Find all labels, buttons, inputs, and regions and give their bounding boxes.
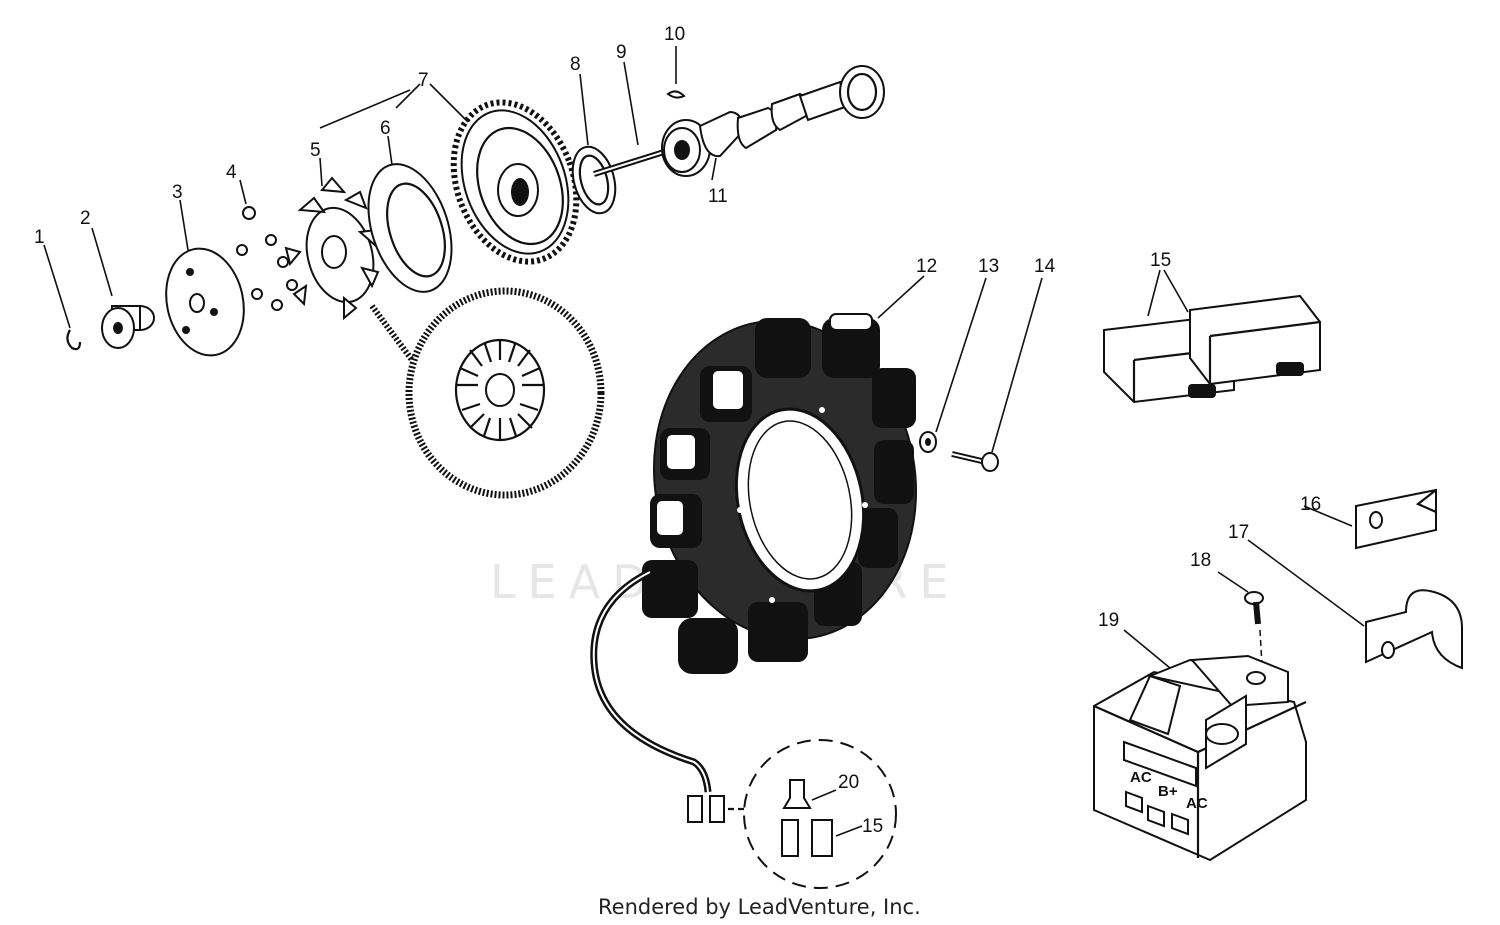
part-3-plate <box>165 199 245 357</box>
part-16-bracket <box>1303 488 1437 550</box>
callout-18: 18 <box>1190 550 1211 571</box>
terminal-label-ac-left: AC <box>1130 769 1152 786</box>
callout-6: 6 <box>380 118 391 139</box>
callout-15-connector: 15 <box>862 816 883 837</box>
connector-detail-view <box>743 739 897 889</box>
callout-3: 3 <box>172 182 183 203</box>
callout-4: 4 <box>226 162 237 183</box>
callout-19: 19 <box>1098 610 1119 631</box>
part-12-stator <box>642 275 925 674</box>
part-2-hub <box>91 227 155 349</box>
callout-16: 16 <box>1300 494 1321 515</box>
part-14-screw <box>951 277 1043 472</box>
credit-text: Rendered by LeadVenture, Inc. <box>598 895 921 919</box>
callout-8: 8 <box>570 54 581 75</box>
callout-1: 1 <box>34 227 45 248</box>
part-7-gear <box>319 83 580 265</box>
part-5-spider <box>284 157 380 321</box>
part-19-regulator: AC B+ AC <box>1093 629 1307 862</box>
part-18-screw <box>1217 571 1264 667</box>
callout-12: 12 <box>916 256 937 277</box>
part-17-clamp <box>1247 539 1463 670</box>
callout-13: 13 <box>978 256 999 277</box>
callout-11: 11 <box>708 186 728 207</box>
callout-15-covers: 15 <box>1150 250 1171 271</box>
callout-20: 20 <box>838 772 859 793</box>
part-15-terminal-covers <box>1103 269 1321 404</box>
callout-10: 10 <box>664 24 685 45</box>
part-5-detail-view <box>369 287 605 499</box>
callout-7: 7 <box>418 70 429 91</box>
part-9-pin <box>593 61 665 177</box>
part-11-camshaft <box>661 65 885 181</box>
callout-2: 2 <box>80 208 91 229</box>
callout-17: 17 <box>1228 522 1249 543</box>
terminal-label-ac-right: AC <box>1186 795 1208 812</box>
callout-5: 5 <box>310 140 321 161</box>
stator-leads <box>590 568 744 823</box>
callout-14: 14 <box>1034 256 1056 277</box>
part-10-key <box>666 46 686 99</box>
part-6-washer <box>367 135 453 293</box>
part-1-clip <box>43 244 82 351</box>
part-4-balls <box>236 179 298 311</box>
part-13-washer <box>919 277 987 453</box>
terminal-label-b-plus: B+ <box>1158 783 1178 800</box>
part-8-thrust-washer <box>571 73 617 215</box>
callout-9: 9 <box>616 42 627 63</box>
